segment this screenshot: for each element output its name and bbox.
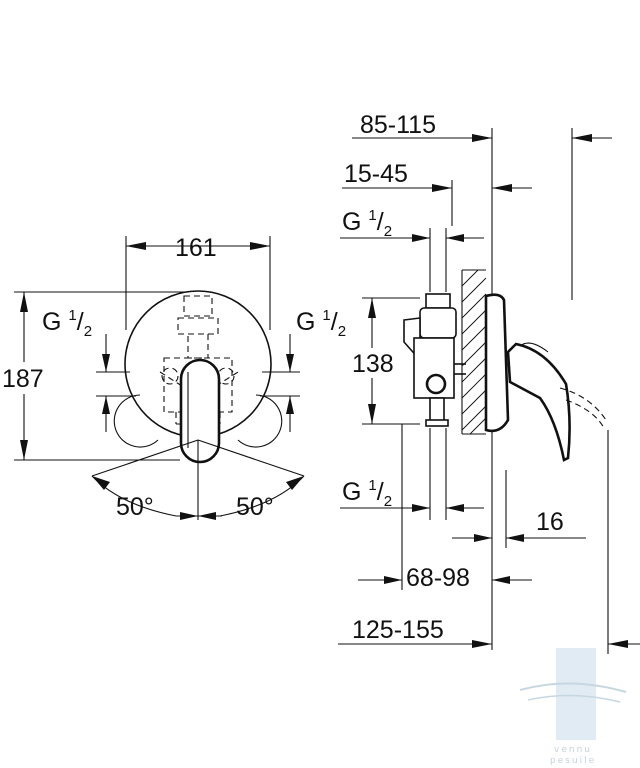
lever-side — [506, 342, 607, 462]
thread-bottom-label: G 1/2 — [342, 477, 392, 510]
angle-right-label: 50° — [236, 493, 274, 521]
thread-top-label: G 1/2 — [342, 207, 392, 240]
watermark-logo: vennu pesuile — [519, 648, 627, 766]
dim-15-45: 15-45 — [344, 160, 408, 188]
thread-right-label: G 1/2 — [296, 307, 346, 340]
dim-85-115: 85-115 — [360, 111, 436, 139]
thread-left-label: G 1/2 — [42, 307, 92, 340]
front-view: 161 187 — [0, 234, 346, 521]
angle-left-label: 50° — [116, 493, 154, 521]
lever-handle — [179, 358, 221, 464]
side-view: 85-115 15-45 G 1/2 138 — [338, 111, 640, 654]
height-label: 187 — [2, 365, 44, 393]
watermark-line2: pesuile — [550, 756, 596, 766]
dim-16: 16 — [536, 508, 564, 536]
watermark-line1: vennu — [554, 745, 592, 755]
valve-body — [403, 293, 466, 427]
dim-125-155: 125-155 — [352, 616, 444, 644]
wall-hatch — [461, 269, 487, 435]
dim-138: 138 — [352, 350, 394, 378]
cover-plate — [484, 293, 510, 433]
width-label: 161 — [175, 234, 217, 262]
dim-68-98: 68-98 — [406, 564, 470, 592]
